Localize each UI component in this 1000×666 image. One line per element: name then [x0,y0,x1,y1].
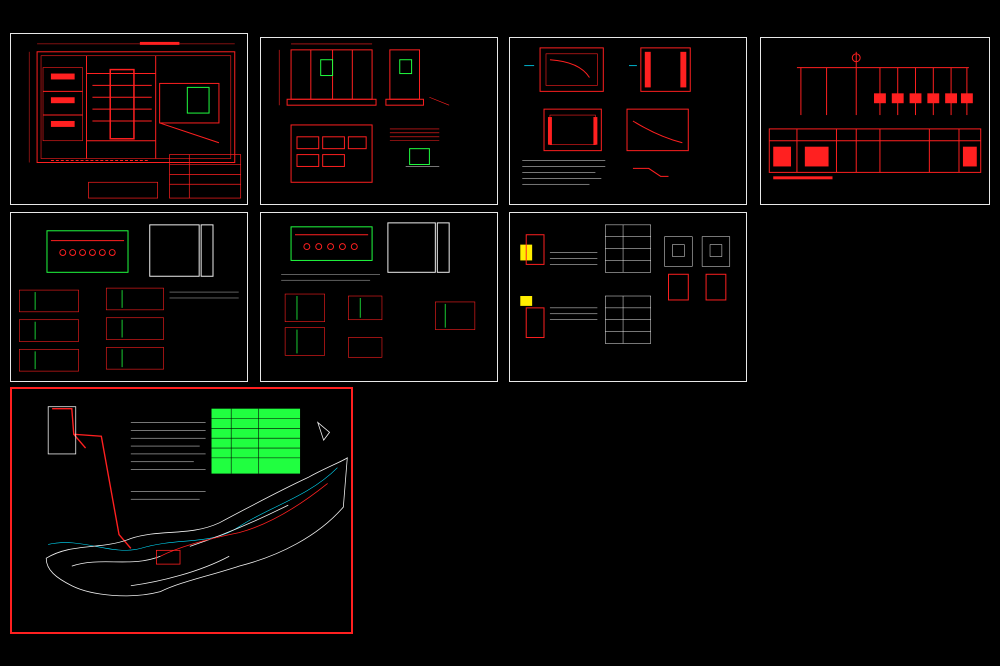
drawing-sheet-site-map[interactable] [10,387,353,634]
foundation-detail-drawing [522,47,691,185]
drawing-sheet-distribution-box-b[interactable] [260,212,498,382]
details-tables-drawing [520,224,731,344]
drawing-sheet-details-tables[interactable] [509,212,747,382]
drawing-sheet-foundation-details[interactable] [509,37,747,205]
drawing-sheet-distribution-box-a[interactable] [10,212,248,382]
distribution-box-b-drawing [281,222,476,358]
drawing-sheet-layout-plan[interactable] [10,33,248,205]
drawing-sheet-single-line-diagram[interactable] [760,37,990,205]
distribution-box-a-drawing [19,224,239,372]
cabinet-elevation-drawing [278,43,450,183]
layout-plan-drawing [28,41,242,199]
site-map-drawing [45,406,348,597]
single-line-diagram [768,51,982,180]
drawing-sheet-cabinet-elevations[interactable] [260,37,498,205]
